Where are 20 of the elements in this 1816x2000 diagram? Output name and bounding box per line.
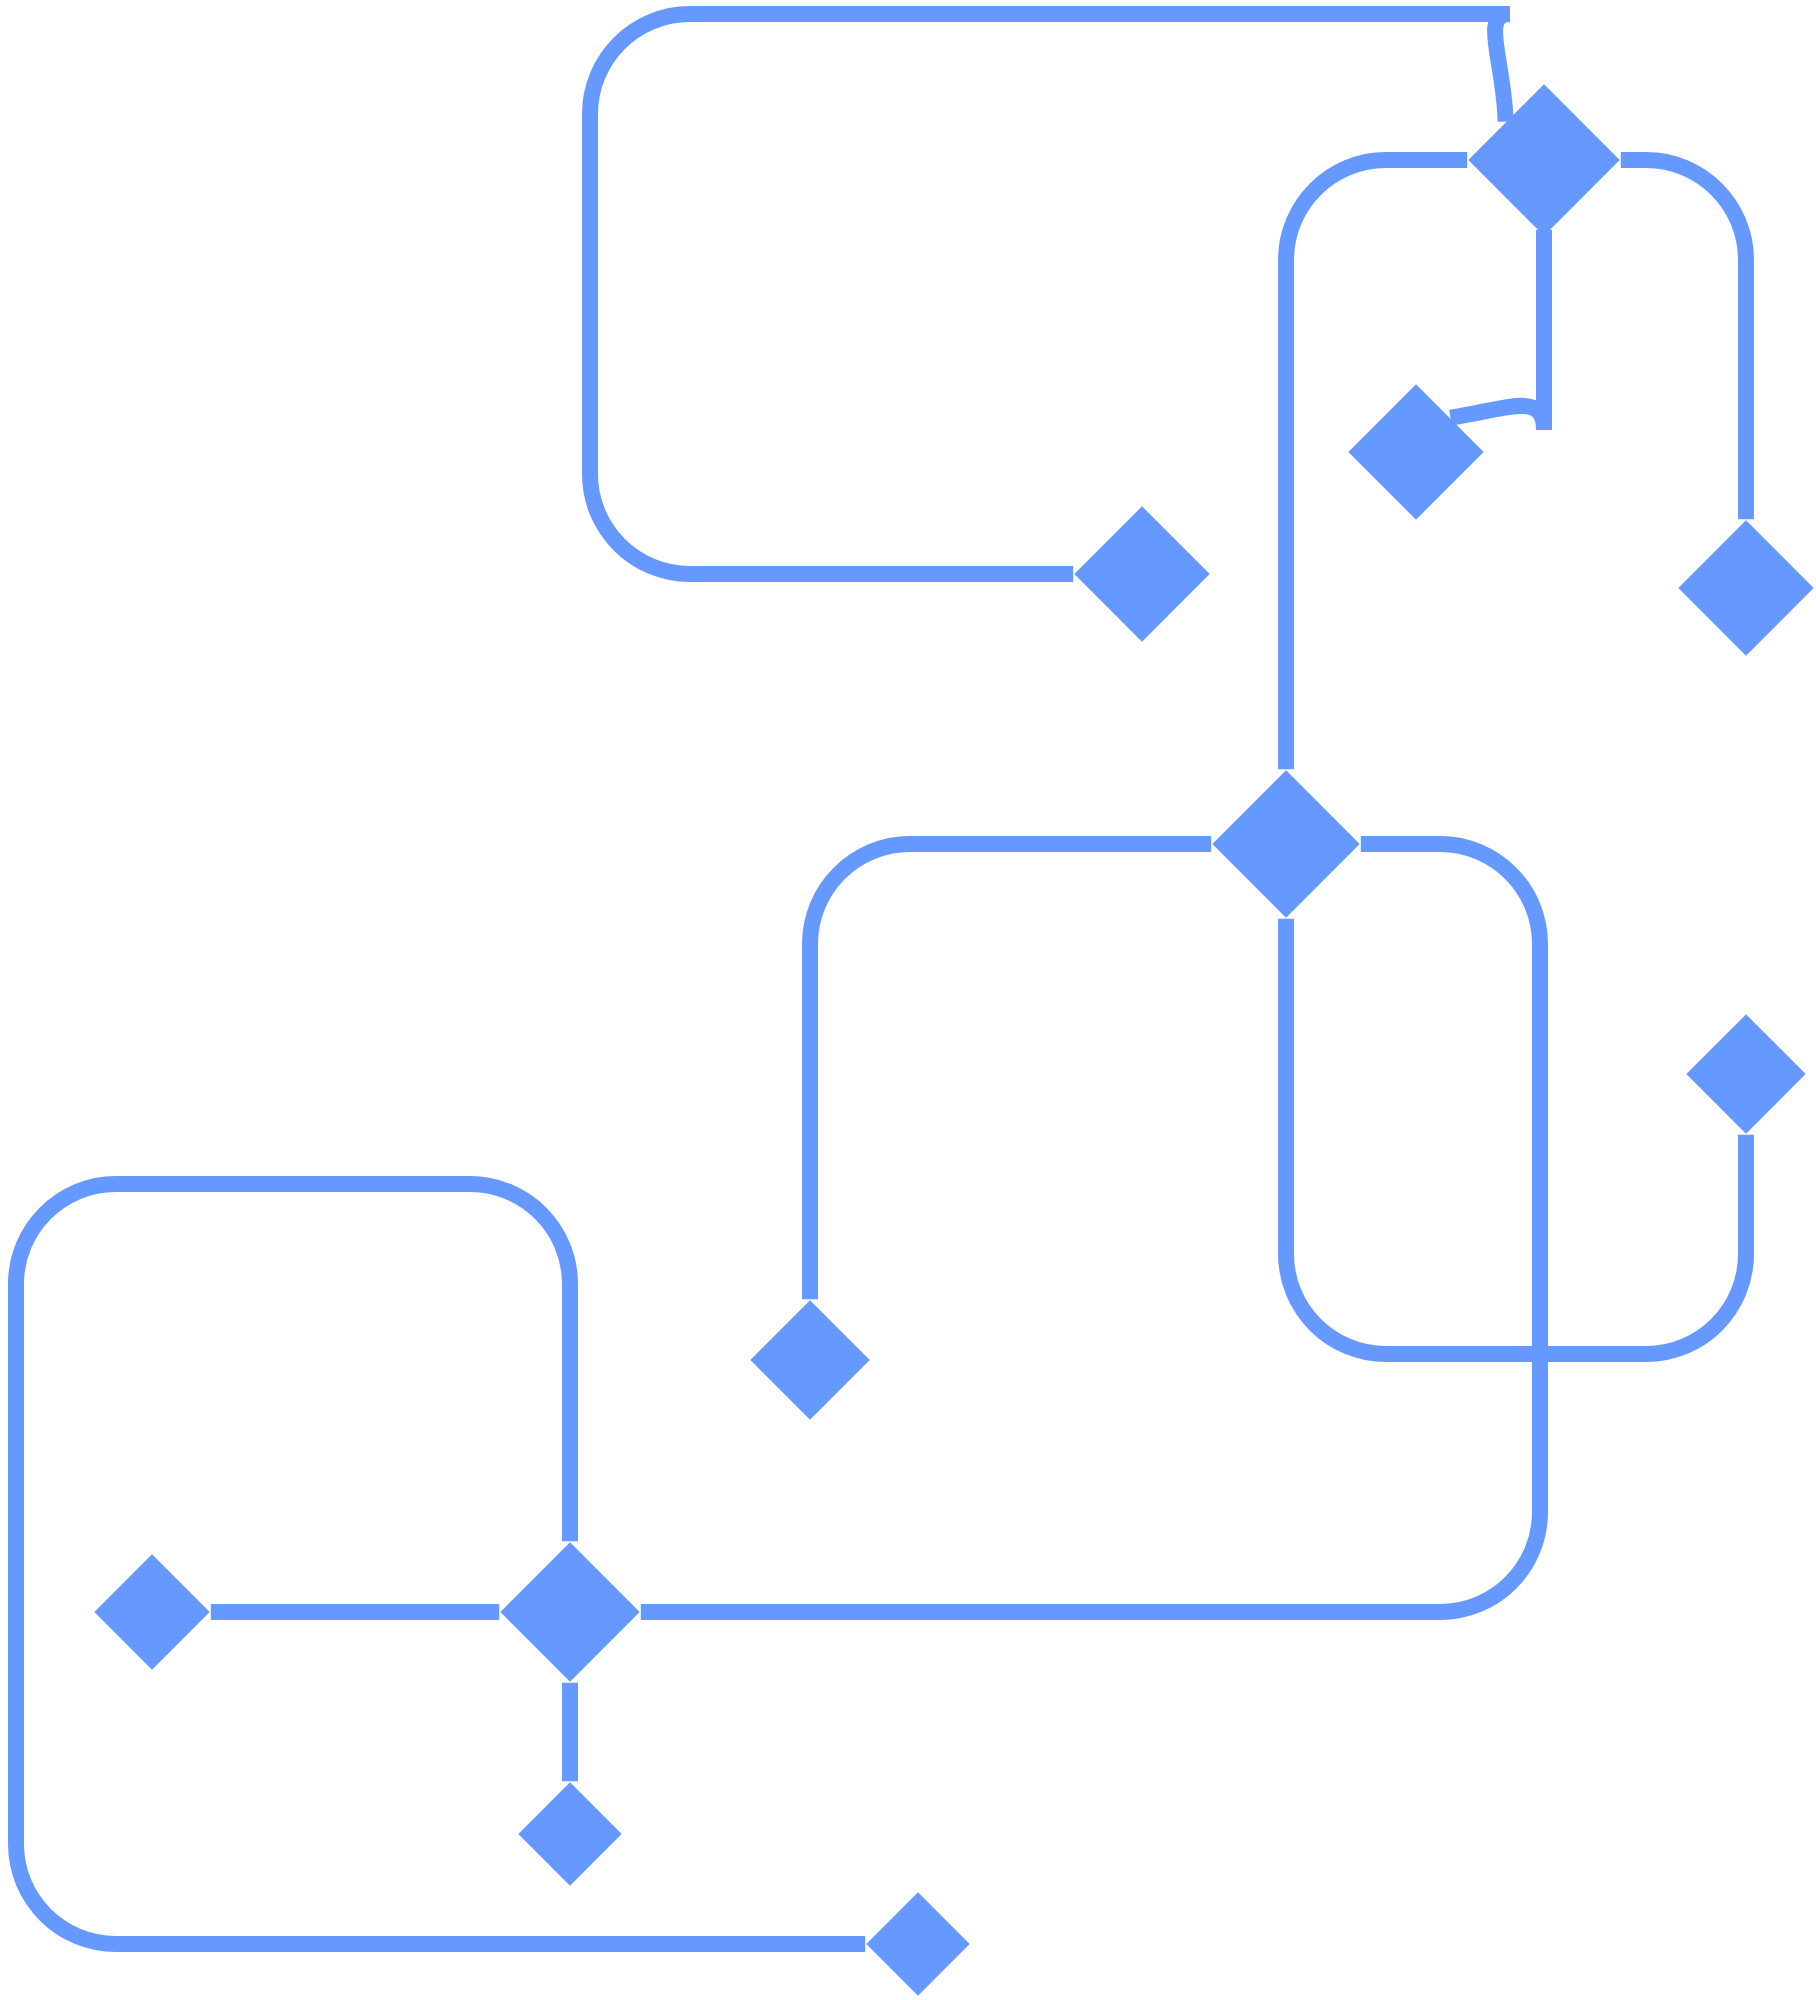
connector-diamond [94,1554,210,1670]
connector-diamond [866,1892,970,1996]
connector-line [8,1176,866,1952]
connector-line [562,1682,578,1782]
connector-diamond [1468,84,1620,236]
connector-diamond [500,1542,640,1682]
connector-line [640,836,1548,1620]
connector-diamond [750,1300,870,1420]
connector-line [1278,152,1468,770]
connector-line [1278,918,1754,1362]
connector-diamond [1074,506,1210,642]
connector-line [582,6,1518,582]
connector-diamond [1212,770,1360,918]
connector-line [1620,152,1754,520]
connector-diamond [1678,520,1814,656]
connector-line [210,1604,500,1620]
connector-diamond [518,1782,622,1886]
connector-diamond [1686,1014,1806,1134]
connector-line [802,836,1212,1300]
connector-diamond [1348,384,1484,520]
